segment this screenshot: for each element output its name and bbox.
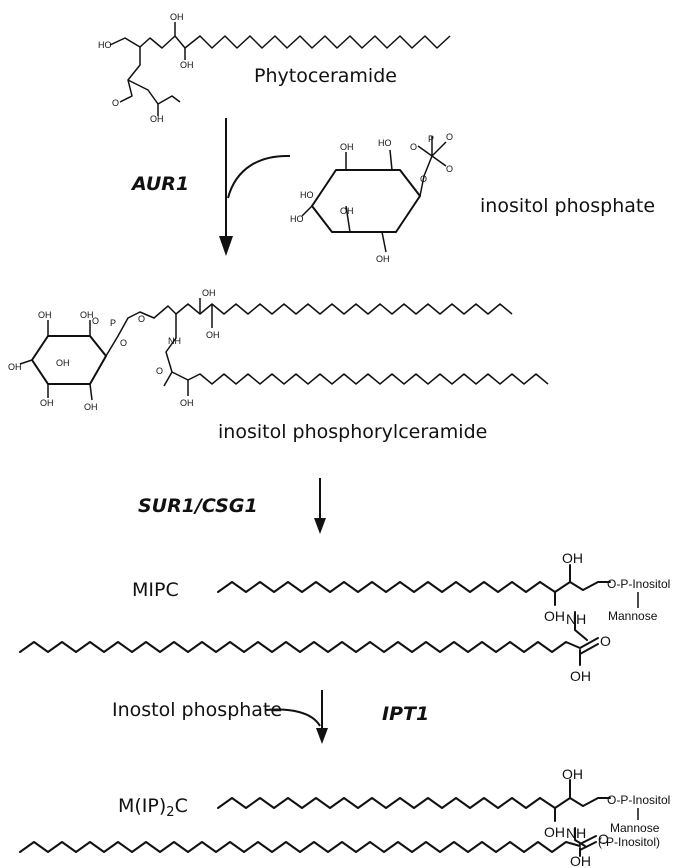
mip2c-nh: NH [566,825,586,841]
mipc-mannose: Mannose [608,609,658,623]
mip2c-suffix: C [175,795,188,817]
inositol-phosphate-o4: O [420,174,427,184]
mip2c-p-inositol: O-P-Inositol [607,793,670,807]
ipc-oh-ring6: OH [40,398,54,408]
mip2c-label: M(IP)2C [118,795,188,820]
ipc-oh-ring4: OH [8,362,22,372]
phytoceramide-label: Phytoceramide [254,65,397,87]
phytoceramide-oh-lower: OH [150,114,164,124]
ipt1-enzyme-label: IPT1 [382,703,429,725]
inositol-oh-5: OH [376,254,390,264]
mip2c-oh-alpha: OH [570,853,591,868]
aur1-arrow [219,118,291,256]
inositol-phosphate-o3: O [446,164,453,174]
mipc-oh-alpha: OH [570,668,591,684]
mip2c-subscript: 2 [166,805,174,820]
inositol-phosphate-o2: O [446,132,453,142]
ipc-o-p2: O [120,338,127,348]
ipc-oh-ring1: OH [38,310,52,320]
mipc-label: MIPC [132,579,179,601]
mipc-oh-top: OH [562,550,583,566]
mip2c-structure: OH OH NH O OH O-P-Inositol Mannose (-P-I… [19,766,670,868]
sur1-enzyme-label: SUR1/CSG1 [138,495,258,517]
ipc-oh-ring2: OH [80,310,94,320]
inositol-oh-4: OH [340,206,354,216]
mipc-oh-bottom: OH [544,608,565,624]
mip2c-oh-bottom: OH [544,824,565,840]
inositol-ho-6: HO [300,190,314,200]
mip2c-o-carbonyl: O [598,831,609,847]
mip2c-prefix: M(IP) [118,795,166,817]
inositol-phosphate-p: P [428,134,434,144]
ipc-oh-top: OH [202,288,216,298]
ipc-oh-ring5: OH [84,402,98,412]
inositol-oh-1: OH [340,142,354,152]
sur1-arrow [314,478,326,534]
aur1-enzyme-label: AUR1 [130,173,189,195]
mip2c-p-inositol-paren: (-P-Inositol) [598,835,660,849]
ipc-oh-ring3: OH [56,358,70,368]
mip2c-oh-top: OH [562,766,583,782]
ipc-oh-alpha: OH [180,398,194,408]
ipc-oh-mid: OH [206,330,220,340]
ipc-o-p1: O [92,316,99,326]
inositol-ho-3: HO [290,214,304,224]
phytoceramide-oh-top: OH [170,12,184,22]
phytoceramide-o: O [112,98,119,108]
ipc-o-carbonyl: O [156,366,163,376]
ipt1-arrow [265,690,328,744]
inositol-phosphate-label: inositol phosphate [480,195,655,217]
phytoceramide-ho-left: HO [98,40,112,50]
ipc-structure: OH OH NH O OH O P O O OH OH OH OH OH OH [8,288,549,412]
mip2c-mannose: Mannose [610,821,660,835]
inostol-phosphate-label: Inostol phosphate [112,699,282,721]
ipc-o-link: O [138,314,145,324]
ipc-label: inositol phosphorylceramide [218,421,487,443]
mipc-o-carbonyl: O [600,633,611,649]
inositol-ho-2: HO [378,138,392,148]
mipc-structure: OH OH NH O OH O-P-Inositol Mannose [19,550,670,684]
mipc-p-inositol: O-P-Inositol [607,577,670,591]
ipc-nh: NH [168,336,181,346]
inositol-phosphate-o1: O [410,142,417,152]
phytoceramide-oh-bottom: OH [180,60,194,70]
inositol-phosphate-structure: OH HO O P O O O HO OH OH HO [290,132,453,264]
phytoceramide-structure: OH OH HO O OH [98,12,451,124]
ipc-p: P [110,318,116,328]
mipc-nh: NH [566,611,586,627]
